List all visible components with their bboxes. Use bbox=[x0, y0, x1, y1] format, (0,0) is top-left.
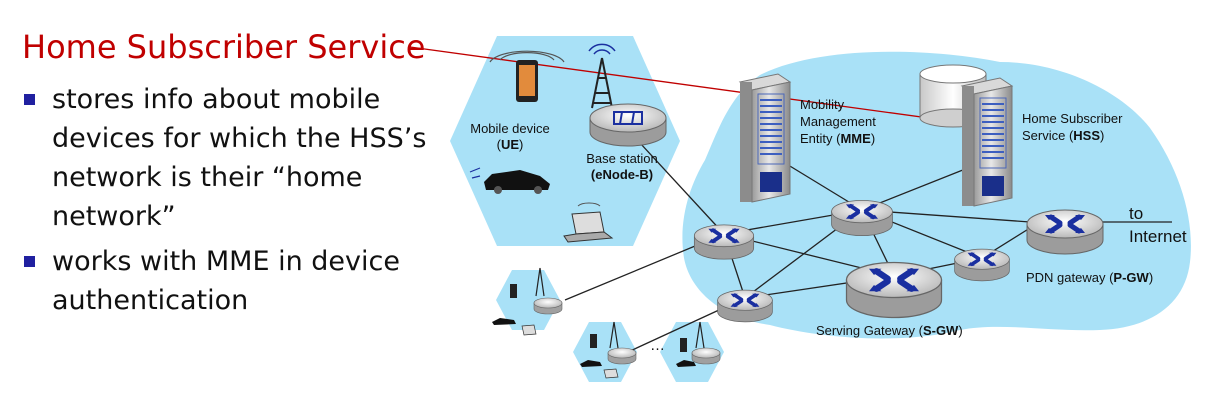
router-icon bbox=[952, 247, 1012, 283]
hss-abbr: HSS bbox=[1073, 128, 1100, 143]
mme-abbr: MME bbox=[840, 131, 871, 146]
mobile-device-label: Mobile device bbox=[470, 121, 550, 136]
slide-title: Home Subscriber Service bbox=[22, 28, 426, 66]
svg-text:Service (HSS): Service (HSS) bbox=[1022, 128, 1104, 143]
ellipsis-label: … bbox=[650, 337, 665, 354]
mme-label-line-2: Management bbox=[800, 114, 876, 129]
mobile-phone-icon bbox=[489, 50, 565, 102]
svg-text:Serving Gateway (S-GW): Serving Gateway (S-GW) bbox=[816, 323, 963, 338]
bullet-square-icon bbox=[24, 256, 35, 267]
hss-label-line-1: Home Subscriber bbox=[1022, 111, 1123, 126]
laptop-icon bbox=[563, 202, 614, 243]
mme-label-line-3: Entity ( bbox=[800, 131, 841, 146]
core-router-icon bbox=[832, 200, 893, 235]
base-station-router bbox=[589, 103, 667, 147]
car-icon bbox=[469, 167, 550, 194]
hss-label-line-2: Service ( bbox=[1022, 128, 1074, 143]
bullet-item: stores info about mobile devices for whi… bbox=[22, 80, 442, 236]
internet-label-line-1: to bbox=[1129, 204, 1143, 223]
bullet-square-icon bbox=[24, 94, 35, 105]
mme-server-icon bbox=[739, 73, 791, 203]
mme-label-line-1: Mobility bbox=[800, 97, 845, 112]
bullet-item: works with MME in device authentication bbox=[22, 242, 442, 320]
serving-gateway-router-icon bbox=[847, 263, 942, 318]
mobile-device-abbr-label: (UE) bbox=[497, 137, 524, 152]
svg-text:(eNode-B): (eNode-B) bbox=[591, 167, 653, 182]
small-cell-devices bbox=[492, 267, 721, 379]
pgw-abbr: P-GW bbox=[1113, 270, 1149, 285]
edge-router-icon bbox=[715, 288, 775, 324]
internet-label-line-2: Internet bbox=[1129, 227, 1187, 246]
base-station-label: Base station bbox=[586, 151, 658, 166]
pdn-gateway-router-icon bbox=[1027, 210, 1103, 254]
hss-pointer-line bbox=[409, 46, 966, 124]
access-network-hexagon bbox=[450, 36, 680, 246]
sgw-label: Serving Gateway ( bbox=[816, 323, 924, 338]
pgw-label: PDN gateway ( bbox=[1026, 270, 1114, 285]
core-network-cloud bbox=[682, 51, 1191, 339]
bullet-text: stores info about mobile devices for whi… bbox=[52, 84, 427, 232]
bullet-list: stores info about mobile devices for whi… bbox=[22, 80, 442, 326]
hss-server-icon bbox=[961, 77, 1013, 207]
svg-text:PDN gateway (P-GW): PDN gateway (P-GW) bbox=[1026, 270, 1153, 285]
access-router-icon bbox=[692, 222, 756, 262]
bullet-text: works with MME in device authentication bbox=[52, 246, 400, 316]
svg-text:Entity (MME): Entity (MME) bbox=[800, 131, 875, 146]
sgw-abbr: S-GW bbox=[923, 323, 959, 338]
base-station-abbr-label: eNode-B bbox=[595, 167, 648, 182]
